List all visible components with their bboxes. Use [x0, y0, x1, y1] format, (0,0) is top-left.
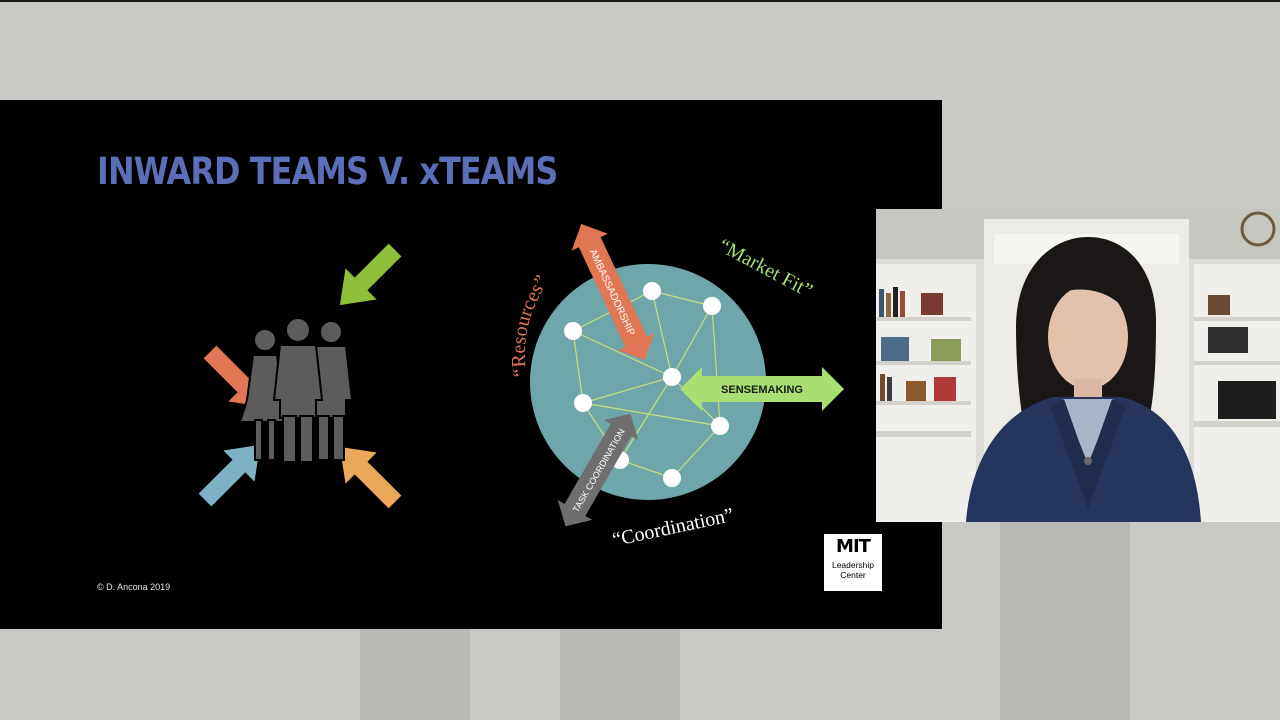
presentation-slide: INWARD TEAMS V. xTEAMS: [0, 100, 942, 629]
teams-diagram: AMBASSADORSHIP SENSEMAKING TASK COORDINA…: [198, 224, 844, 551]
top-edge: [0, 0, 1280, 2]
mit-logo-mark: MIT: [836, 536, 871, 557]
logo-line-2: Center: [840, 570, 866, 580]
mit-leadership-center-logo: MIT Leadership Center: [824, 534, 882, 591]
speaker-image: [876, 209, 1280, 522]
inward-arrow-yellow: [339, 446, 402, 509]
background-shape: [1000, 522, 1130, 720]
network-nodes: [564, 282, 729, 487]
slide-title: INWARD TEAMS V. xTEAMS: [97, 150, 558, 193]
inward-arrow-blue: [198, 444, 261, 507]
right-bookshelf: [1194, 264, 1280, 522]
background-shape: [360, 629, 470, 720]
inward-arrow-green: [339, 243, 402, 306]
speaker-video-feed: [876, 209, 1280, 522]
market-fit-label: “Market Fit”: [715, 235, 816, 303]
team-people-icon: [238, 317, 354, 463]
coordination-label: “Coordination”: [610, 504, 735, 551]
background-shape: [560, 629, 680, 720]
copyright-text: © D. Ancona 2019: [97, 582, 171, 592]
left-bookshelf: [876, 264, 976, 522]
speaker-person: [966, 237, 1201, 522]
sensemaking-arrow: SENSEMAKING: [680, 367, 844, 411]
sensemaking-label: SENSEMAKING: [721, 384, 803, 396]
logo-line-1: Leadership: [831, 560, 875, 570]
network-lines: [572, 290, 721, 479]
